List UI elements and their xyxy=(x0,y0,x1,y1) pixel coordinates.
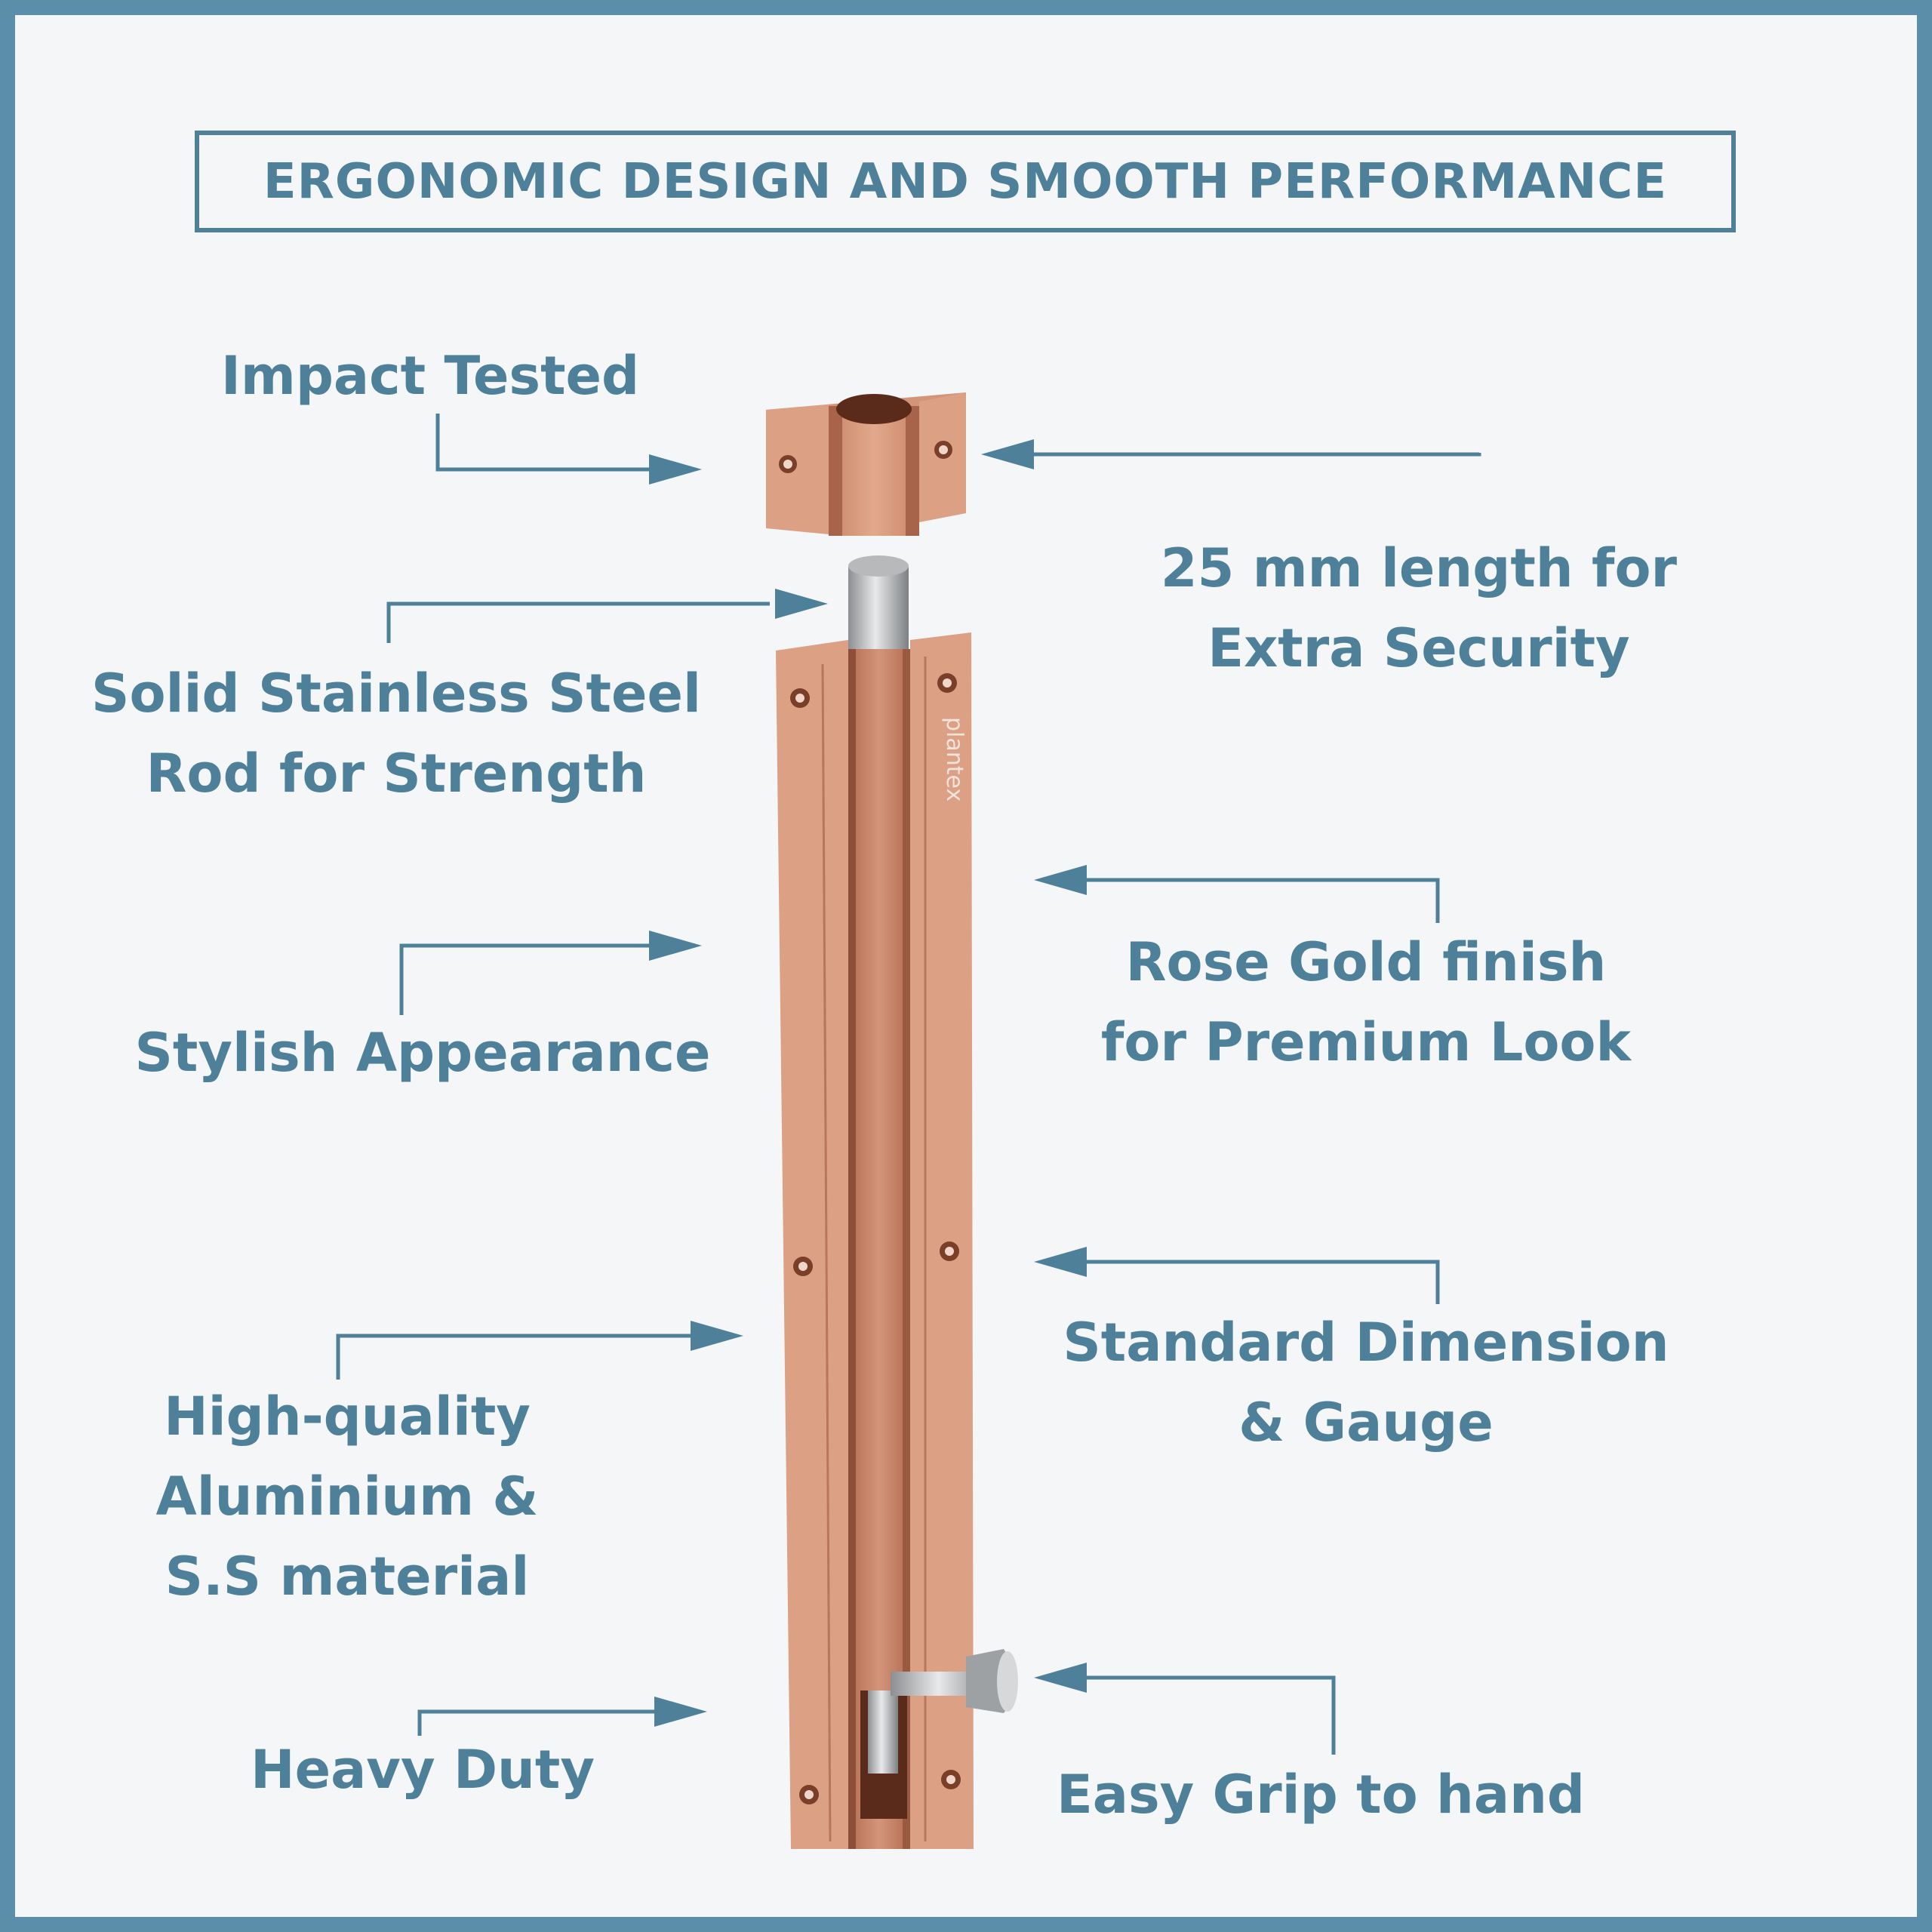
label-line: S.S material xyxy=(165,1546,530,1607)
title-box: ERGONOMIC DESIGN AND SMOOTH PERFORMANCE xyxy=(195,131,1736,232)
label-impact-tested: Impact Tested xyxy=(211,336,649,416)
label-line: Easy Grip to hand xyxy=(1056,1764,1586,1826)
arrow-icon xyxy=(1034,1247,1087,1277)
brand-logo: plantex xyxy=(941,717,968,801)
arrow-icon xyxy=(691,1321,743,1351)
label-line: Impact Tested xyxy=(220,345,640,407)
label-gauge: Standard Dimension & Gauge xyxy=(1041,1303,1690,1463)
label-line: Extra Security xyxy=(1208,617,1630,679)
arrow-icon xyxy=(981,439,1034,469)
label-line: 25 mm length for xyxy=(1160,537,1678,599)
label-line: High-quality xyxy=(164,1386,531,1447)
label-line: Aluminium & xyxy=(155,1466,539,1527)
label-line: Stylish Appearance xyxy=(134,1022,711,1084)
label-line: & Gauge xyxy=(1238,1392,1494,1454)
arrow-heads xyxy=(649,439,1087,1727)
page-title: ERGONOMIC DESIGN AND SMOOTH PERFORMANCE xyxy=(263,153,1668,210)
arrow-icon xyxy=(1034,865,1087,895)
label-solid-rod: Solid Stainless Steel Rod for Strength xyxy=(83,654,709,814)
label-line: Solid Stainless Steel xyxy=(91,663,701,724)
steel-rod xyxy=(848,555,909,657)
label-grip: Easy Grip to hand xyxy=(1041,1755,1600,1835)
label-line: for Premium Look xyxy=(1100,1011,1632,1073)
arrow-icon xyxy=(649,454,702,485)
label-line: Rod for Strength xyxy=(146,743,647,804)
label-stylish: Stylish Appearance xyxy=(113,1013,732,1093)
keeper-bracket xyxy=(766,392,966,536)
label-heavy-duty: Heavy Duty xyxy=(234,1730,611,1810)
callout-lines xyxy=(336,414,1481,1755)
label-line: Heavy Duty xyxy=(251,1739,595,1801)
label-length: 25 mm length for Extra Security xyxy=(1132,528,1706,688)
arrow-icon xyxy=(654,1697,707,1727)
label-line: Rose Gold finish xyxy=(1125,931,1607,993)
label-finish: Rose Gold finish for Premium Look xyxy=(1079,922,1653,1082)
arrow-icon xyxy=(775,589,828,619)
arrow-icon xyxy=(649,931,702,961)
label-material: High-quality Aluminium & S.S material xyxy=(121,1377,574,1617)
arrow-icon xyxy=(1034,1663,1087,1693)
label-line: Standard Dimension xyxy=(1063,1312,1669,1374)
bolt-body xyxy=(776,632,1018,1849)
